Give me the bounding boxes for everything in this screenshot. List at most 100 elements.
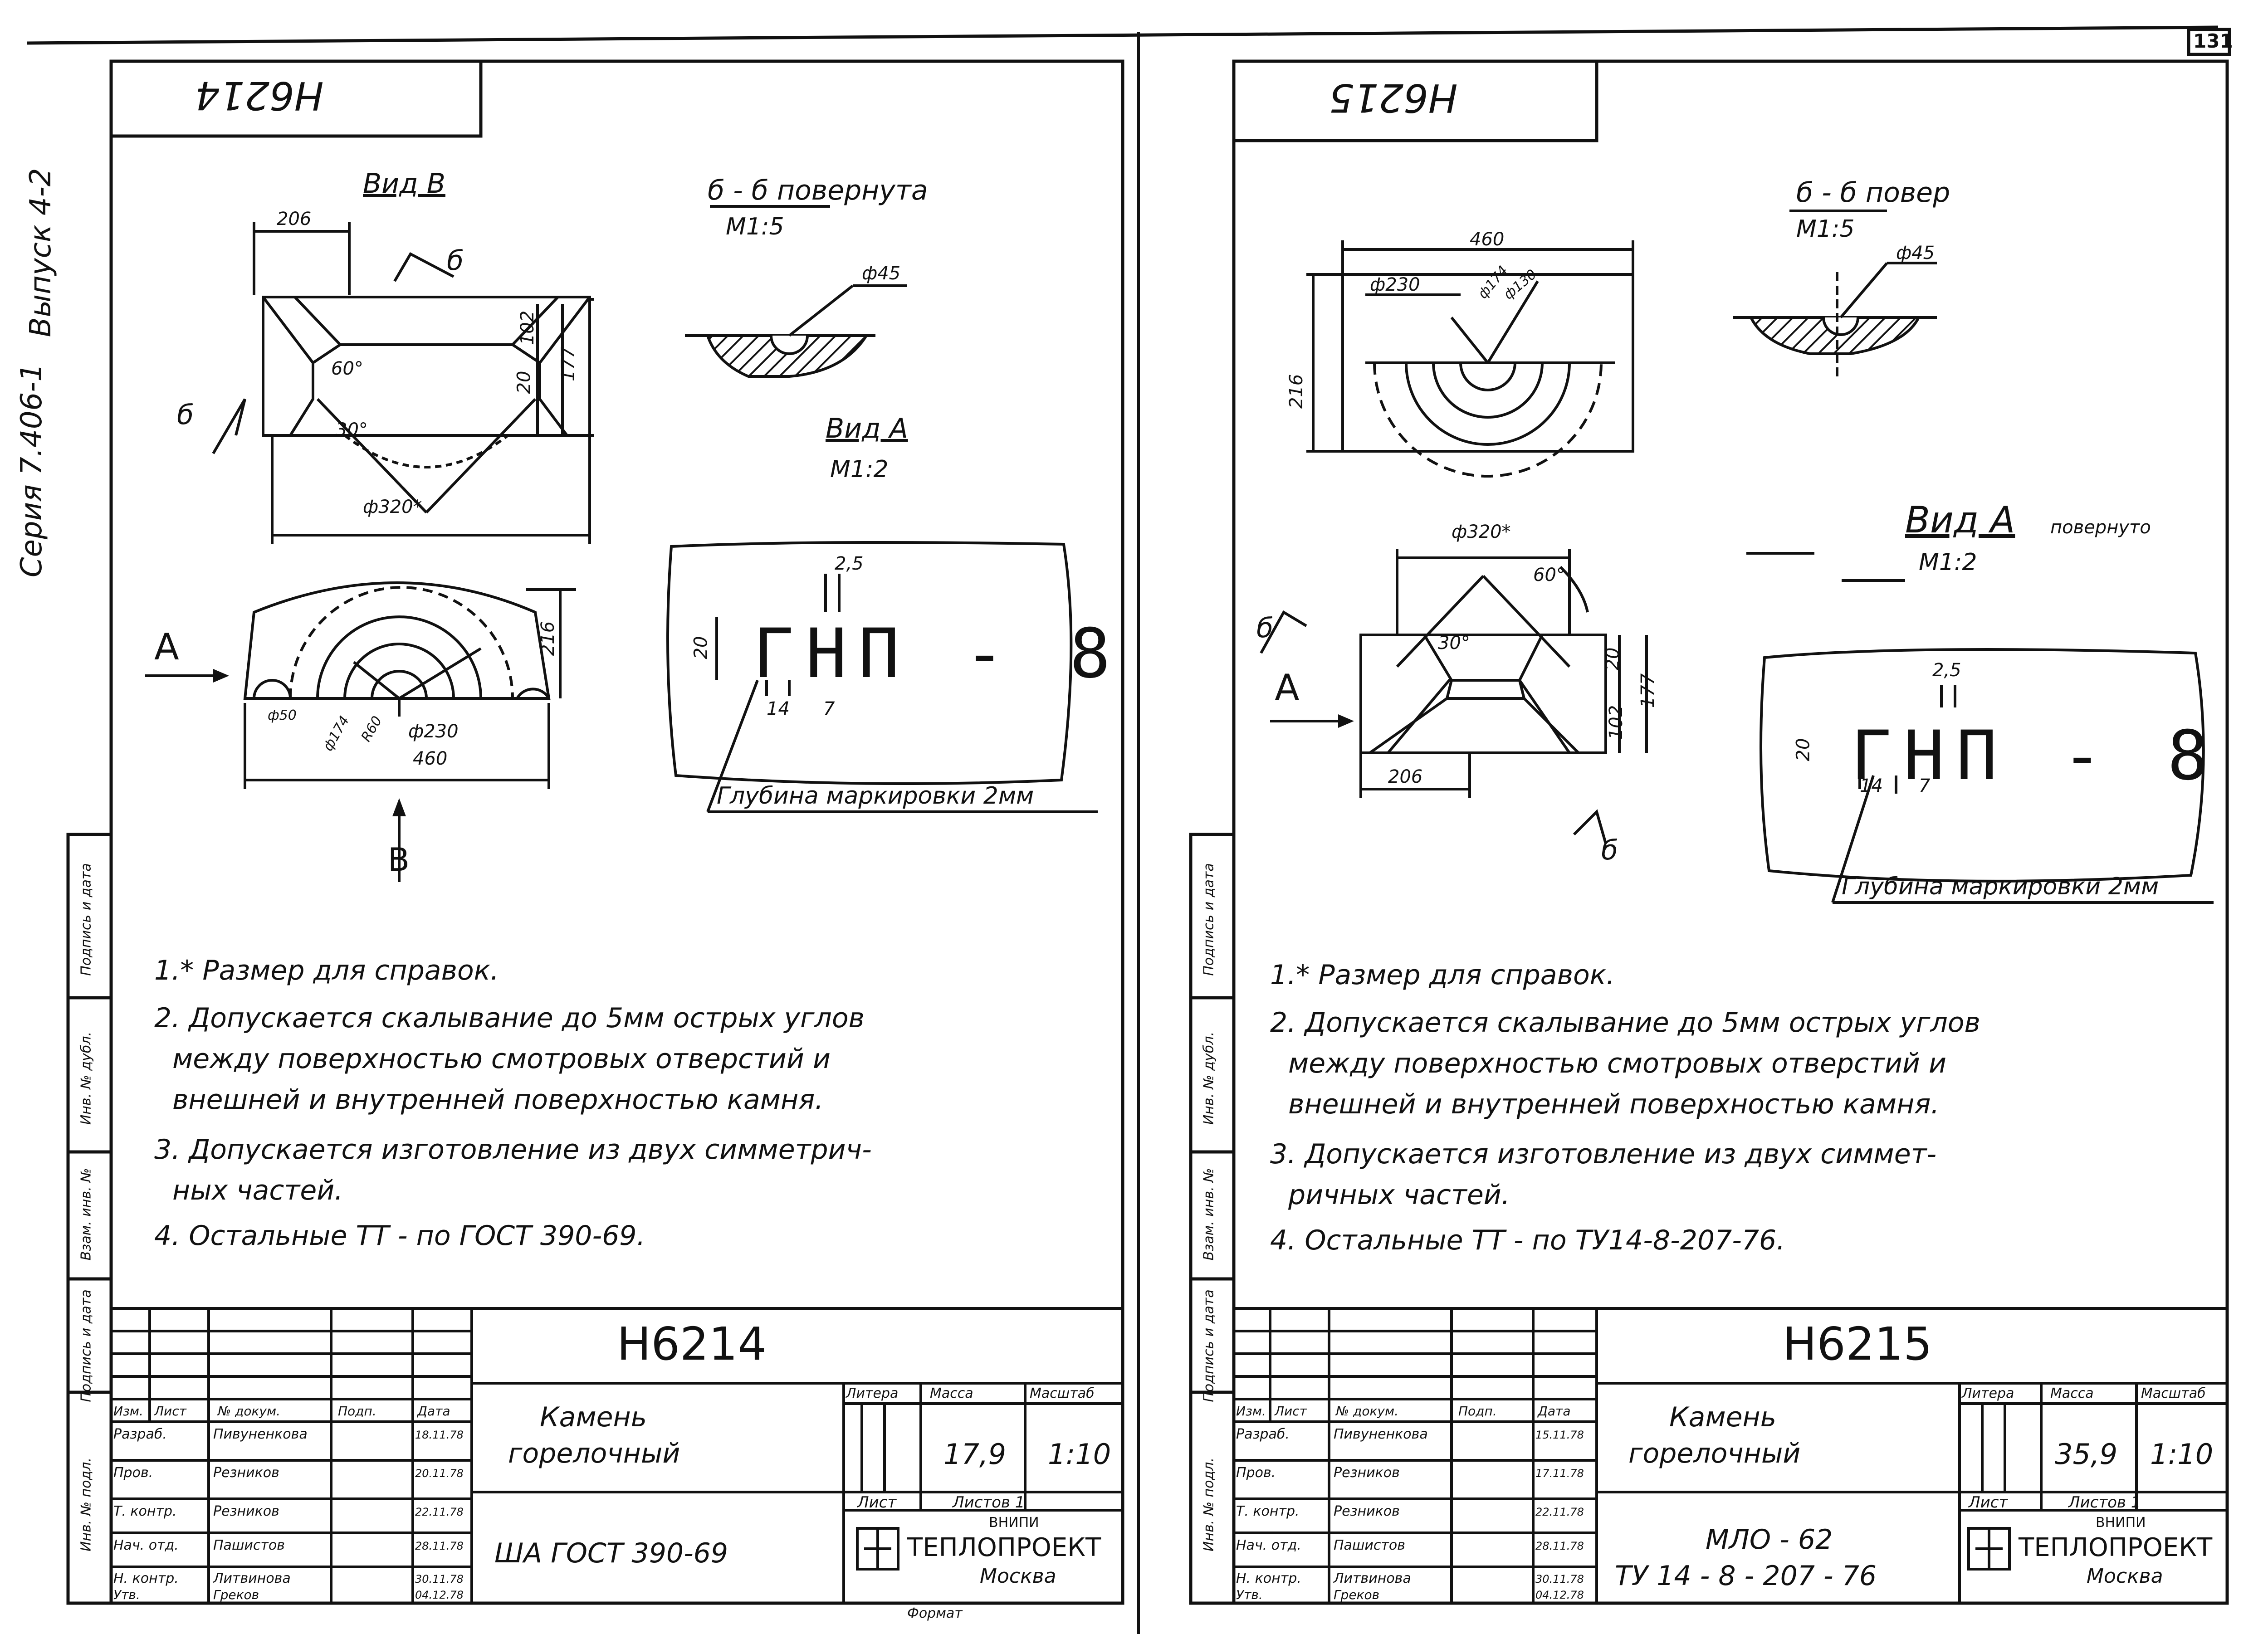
right-tb-name-4: Литвинова xyxy=(1334,1571,1411,1586)
right-note-2b: между поверхностью смотровых отверстий и xyxy=(1288,1048,1946,1079)
right-tb-org-city: Москва xyxy=(2087,1565,2163,1588)
right-tb-role-3: Нач. отд. xyxy=(1236,1537,1301,1553)
left-tb-scale: 1:10 xyxy=(1048,1438,1111,1471)
left-dim-phi230: ф230 xyxy=(408,721,459,742)
right-tb-date-2: 22.11.78 xyxy=(1535,1506,1584,1518)
left-strip-dup: Инв. № дубл. xyxy=(78,1031,94,1125)
right-tb-h-date: Дата xyxy=(1538,1404,1571,1419)
left-tb-date-5: 04.12.78 xyxy=(415,1589,464,1601)
right-marking-b: 7 xyxy=(1919,776,1931,796)
right-tb-scale: 1:10 xyxy=(2150,1438,2214,1471)
left-tb-h-sign: Подп. xyxy=(338,1404,376,1419)
left-tb-sheets: Листов 1 xyxy=(953,1493,1025,1512)
right-tb-name-1: Резников xyxy=(1334,1465,1400,1481)
left-dim-460: 460 xyxy=(413,748,448,769)
right-tb-role-2: Т. контр. xyxy=(1236,1503,1300,1519)
left-tb-name-2: Резников xyxy=(213,1503,279,1519)
left-tb-name-5: Греков xyxy=(213,1587,259,1602)
left-view-a-scale: М1:2 xyxy=(830,456,889,483)
left-note-2b: между поверхностью смотровых отверстий и xyxy=(172,1043,831,1075)
left-note-1: 1.* Размер для справок. xyxy=(154,955,499,986)
right-tb-h-doc: № докум. xyxy=(1336,1404,1399,1419)
right-strip-inv: Инв. № подл. xyxy=(1201,1458,1217,1551)
right-strip-replace: Взам. инв. № xyxy=(1201,1168,1217,1261)
right-tb-h-izm: Изм. xyxy=(1236,1404,1266,1419)
right-tb-role-0: Разраб. xyxy=(1236,1426,1290,1442)
left-tb-name-0: Пивуненкова xyxy=(213,1426,308,1442)
right-strip-sign2: Подпись и дата xyxy=(1201,863,1217,976)
left-marking-depth: Глубина маркировки 2мм xyxy=(717,782,1034,810)
right-tb-scale-label: Масштаб xyxy=(2141,1385,2206,1401)
left-marking-w: 2,5 xyxy=(835,553,864,574)
left-tb-role-2: Т. контр. xyxy=(113,1503,177,1519)
left-tb-date-3: 28.11.78 xyxy=(415,1540,464,1552)
left-section-dim: ф45 xyxy=(862,263,901,284)
left-marking-a: 14 xyxy=(767,698,790,719)
left-cut-mark-left: б xyxy=(177,399,194,431)
left-tb-name-3: Пашистов xyxy=(213,1537,285,1553)
right-tb-date-3: 28.11.78 xyxy=(1535,1540,1584,1552)
right-strip-sign: Подпись и дата xyxy=(1201,1289,1217,1402)
right-tb-date-4: 30.11.78 xyxy=(1535,1573,1584,1585)
left-stamp-code: Н6214 xyxy=(195,73,324,118)
right-marking-text: ГНП - 8 xyxy=(1851,717,2220,795)
right-dim-20: 20 xyxy=(1602,647,1623,671)
left-note-2: 2. Допускается скалывание до 5мм острых … xyxy=(154,1002,865,1034)
left-title-code: Н6214 xyxy=(617,1317,767,1371)
left-dim-216: 216 xyxy=(538,621,559,656)
left-tb-mass: 17,9 xyxy=(943,1438,1007,1471)
right-cut-mark-left: б xyxy=(1256,612,1274,644)
right-title-material-1: МЛО - 62 xyxy=(1706,1524,1833,1556)
left-title-name-2: горелочный xyxy=(508,1438,680,1469)
right-tb-date-1: 17.11.78 xyxy=(1535,1467,1584,1480)
left-tb-scale-label: Масштаб xyxy=(1030,1385,1095,1401)
right-tb-role-4: Н. контр. xyxy=(1236,1571,1301,1586)
right-marking-a: 14 xyxy=(1860,776,1883,796)
right-view-a-label: Вид А xyxy=(1905,499,2015,541)
right-view-a-note: повернуто xyxy=(2050,517,2151,538)
right-marking-h: 20 xyxy=(1793,738,1814,761)
left-arrow-b: В xyxy=(388,841,410,878)
right-tb-litera: Литера xyxy=(1962,1385,2014,1401)
issue-label: Выпуск 4-2 xyxy=(24,168,58,337)
left-tb-h-izm: Изм. xyxy=(113,1404,143,1419)
left-note-3: 3. Допускается изготовление из двух симм… xyxy=(154,1134,872,1166)
left-tb-sheet: Лист xyxy=(857,1493,897,1512)
left-tb-role-5: Утв. xyxy=(113,1587,140,1602)
right-tb-role-5: Утв. xyxy=(1236,1587,1263,1602)
left-tb-role-1: Пров. xyxy=(113,1465,153,1481)
right-dim-216: 216 xyxy=(1286,374,1307,409)
right-note-2c: внешней и внутренней поверхностью камня. xyxy=(1288,1088,1940,1120)
left-tb-date-2: 22.11.78 xyxy=(415,1506,464,1518)
left-note-3b: ных частей. xyxy=(172,1175,343,1206)
right-note-1: 1.* Размер для справок. xyxy=(1270,959,1615,991)
right-cut-mark-bottom: б xyxy=(1601,834,1618,866)
page-number: 131 xyxy=(2193,30,2233,52)
left-tb-date-1: 20.11.78 xyxy=(415,1467,464,1480)
right-tb-date-5: 04.12.78 xyxy=(1535,1589,1584,1601)
right-title-material-2: ТУ 14 - 8 - 207 - 76 xyxy=(1615,1560,1877,1592)
left-arrow-a: А xyxy=(154,626,179,668)
left-dim-20: 20 xyxy=(513,371,535,394)
left-title-name-1: Камень xyxy=(540,1401,647,1433)
right-tb-sheets: Листов 1 xyxy=(2068,1493,2141,1512)
right-stamp-code: Н6215 xyxy=(1329,75,1458,120)
right-tb-name-0: Пивуненкова xyxy=(1334,1426,1428,1442)
left-view-a-label: Вид А xyxy=(826,413,908,444)
right-tb-date-0: 15.11.78 xyxy=(1535,1429,1584,1441)
right-title-name-2: горелочный xyxy=(1628,1438,1801,1469)
right-marking-w: 2,5 xyxy=(1932,660,1961,681)
left-note-4: 4. Остальные ТТ - по ГОСТ 390-69. xyxy=(154,1220,645,1252)
left-tb-org: ТЕПЛОПРОЕКТ xyxy=(907,1533,1101,1562)
left-tb-litera: Литера xyxy=(846,1385,899,1401)
right-tb-org-top: ВНИПИ xyxy=(2096,1515,2146,1531)
left-section-label: б - б повернута xyxy=(708,175,928,206)
left-marking-h: 20 xyxy=(690,636,712,659)
right-arrow-a: А xyxy=(1275,667,1300,709)
left-tb-mass-label: Масса xyxy=(930,1385,973,1401)
left-marking-b: 7 xyxy=(823,698,835,719)
right-dim-102: 102 xyxy=(1606,705,1627,740)
right-tb-role-1: Пров. xyxy=(1236,1465,1276,1481)
left-title-material: ША ГОСТ 390-69 xyxy=(494,1537,728,1569)
left-tb-format: Формат xyxy=(907,1605,963,1621)
